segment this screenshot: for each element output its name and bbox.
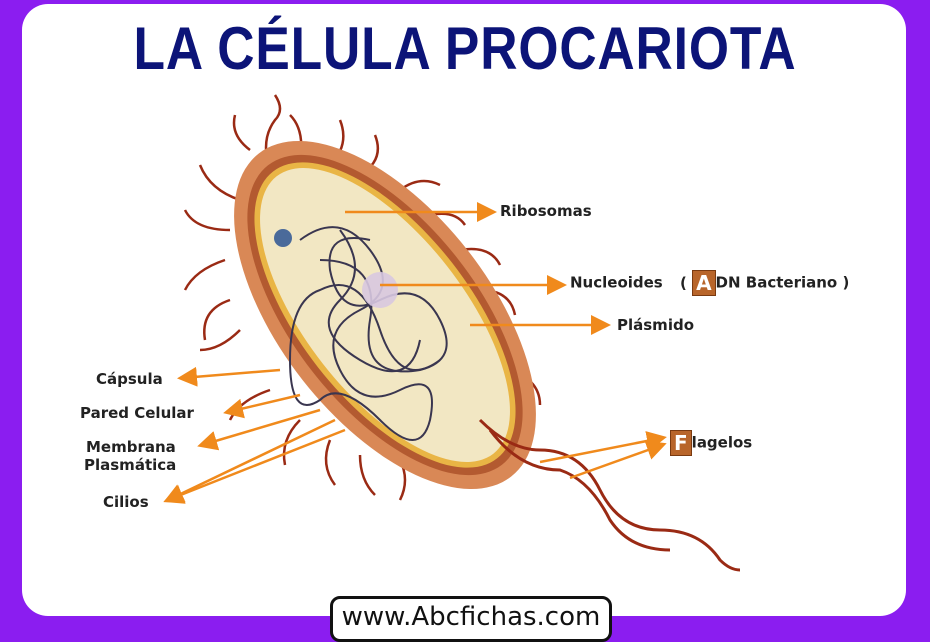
nucleoides-text: Nucleoides xyxy=(570,273,663,292)
cilia xyxy=(183,94,542,501)
prokaryotic-cell-diagram xyxy=(163,94,741,572)
page-title: LA CÉLULA PROCARIOTA xyxy=(133,15,797,82)
label-plasmatica: Plasmática xyxy=(84,456,177,474)
label-arrows xyxy=(163,202,667,504)
nucleoid-center xyxy=(362,272,398,308)
label-cilios: Cilios xyxy=(103,493,149,511)
flagelos-initial-box: F xyxy=(670,430,692,456)
adn-text: DN Bacteriano xyxy=(715,273,838,292)
plasmid xyxy=(274,229,292,247)
label-plasmido: Plásmido xyxy=(617,316,694,334)
cytoplasm xyxy=(260,168,510,462)
flagellum xyxy=(478,418,741,572)
label-pared-celular: Pared Celular xyxy=(80,404,194,422)
watermark: www.Abcfichas.com xyxy=(330,596,612,642)
flagelos-text: lagelos xyxy=(691,433,753,452)
paren-open: ( xyxy=(679,273,687,292)
label-capsula: Cápsula xyxy=(96,370,163,388)
label-membrana: Membrana xyxy=(86,438,176,456)
label-ribosomas: Ribosomas xyxy=(500,202,592,220)
paren-close: ) xyxy=(842,273,850,292)
adn-initial-box: A xyxy=(692,270,716,296)
